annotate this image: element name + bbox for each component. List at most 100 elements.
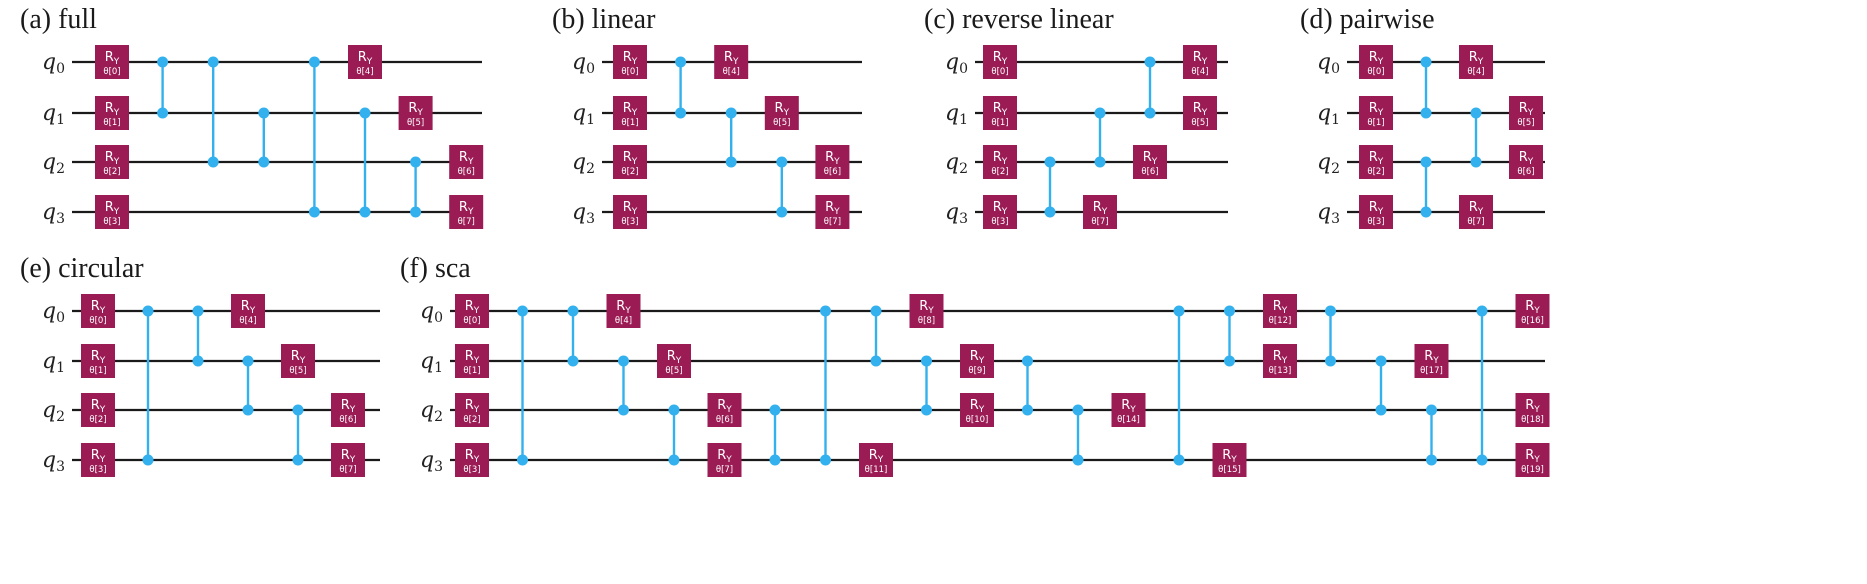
- cz-control-dot: [142, 305, 154, 317]
- gate-parameter: θ[1]: [1367, 118, 1384, 128]
- ry-gate: RYθ[15]: [1212, 443, 1247, 477]
- cz-control-dot: [192, 305, 204, 317]
- qubit-index: 1: [959, 112, 968, 128]
- qubit-label: q2: [42, 398, 65, 425]
- gate-label-subscript: Y: [1201, 108, 1208, 118]
- ry-gate: RYθ[14]: [1111, 393, 1146, 427]
- gate-box: [960, 344, 994, 378]
- cz-control-dot: [1224, 355, 1235, 367]
- gate-label-subscript: Y: [366, 57, 373, 67]
- qubit-index: 1: [1331, 112, 1340, 128]
- gate-parameter: θ[0]: [463, 316, 480, 326]
- gate-parameter: θ[7]: [339, 465, 356, 475]
- gate-label-subscript: Y: [1527, 108, 1534, 118]
- gate-parameter: θ[11]: [865, 465, 888, 475]
- cz-control-dot: [1426, 404, 1437, 416]
- ry-gate: RYθ[1]: [613, 96, 647, 130]
- qubit-label: q1: [1317, 101, 1340, 128]
- gate-parameter: θ[10]: [966, 415, 989, 425]
- gate-box: [983, 195, 1017, 229]
- gate-parameter: θ[2]: [89, 415, 106, 425]
- gate-box: [1133, 145, 1167, 179]
- gate-label-subscript: Y: [725, 455, 732, 465]
- gate-box: [815, 195, 850, 229]
- gate-box: [398, 96, 433, 130]
- gate-parameter: θ[6]: [824, 167, 841, 177]
- qubit-index: 2: [56, 409, 65, 425]
- gate-box: [1359, 45, 1393, 79]
- cz-control-dot: [258, 107, 270, 119]
- panel-title: (c) reverse linear: [924, 4, 1114, 35]
- cz-control-dot: [308, 56, 320, 68]
- cz-control-dot: [1173, 454, 1185, 466]
- cz-control-dot: [1072, 454, 1084, 466]
- gate-label-subscript: Y: [978, 405, 985, 415]
- cz-control-dot: [1224, 305, 1235, 317]
- ry-gate: RYθ[6]: [1133, 145, 1167, 179]
- qubit-index: 1: [56, 360, 65, 376]
- gate-box: [1359, 96, 1393, 130]
- qubit-index: 0: [434, 310, 443, 326]
- gate-label-subscript: Y: [732, 57, 739, 67]
- ry-gate: RYθ[5]: [1509, 96, 1543, 130]
- qubit-index: 2: [586, 161, 595, 177]
- gate-parameter: θ[13]: [1269, 366, 1292, 376]
- cz-control-dot: [207, 156, 219, 168]
- gate-box: [657, 344, 691, 378]
- gate-label-subscript: Y: [631, 108, 638, 118]
- ry-gate: RYθ[3]: [81, 443, 115, 477]
- gate-parameter: θ[7]: [716, 465, 733, 475]
- qubit-index: 3: [434, 459, 443, 475]
- gate-parameter: θ[5]: [773, 118, 790, 128]
- gate-parameter: θ[7]: [824, 217, 841, 227]
- gate-parameter: θ[2]: [103, 167, 120, 177]
- gate-box: [449, 145, 484, 179]
- ry-gate: RYθ[4]: [606, 294, 641, 328]
- qubit-label: q1: [572, 101, 595, 128]
- gate-box: [1509, 145, 1543, 179]
- gate-box: [859, 443, 893, 477]
- gate-label-subscript: Y: [1377, 157, 1384, 167]
- cz-control-dot: [1044, 206, 1056, 218]
- ry-gate: RYθ[17]: [1414, 344, 1449, 378]
- cz-control-dot: [1144, 107, 1156, 119]
- gate-parameter: θ[2]: [991, 167, 1008, 177]
- gate-parameter: θ[12]: [1269, 316, 1292, 326]
- ry-gate: RYθ[4]: [348, 45, 382, 79]
- gate-box: [95, 195, 129, 229]
- gate-box: [95, 145, 129, 179]
- cz-control-dot: [207, 56, 219, 68]
- gate-label-subscript: Y: [783, 108, 790, 118]
- cz-control-dot: [242, 404, 254, 416]
- gate-box: [707, 393, 742, 427]
- cz-control-dot: [1375, 404, 1387, 416]
- qubit-index: 2: [434, 409, 443, 425]
- panel-c: (c) reverse linearq0q1q2q3RYθ[0]RYθ[1]RY…: [924, 4, 1228, 229]
- gate-label-subscript: Y: [113, 57, 120, 67]
- qubit-label: q2: [572, 150, 595, 177]
- gate-parameter: θ[5]: [407, 118, 424, 128]
- qubit-label: q1: [42, 349, 65, 376]
- gate-parameter: θ[5]: [289, 366, 306, 376]
- gate-box: [1359, 195, 1393, 229]
- cz-control-dot: [192, 355, 204, 367]
- qubit-index: 3: [1331, 211, 1340, 227]
- ry-gate: RYθ[19]: [1515, 443, 1550, 477]
- ry-gate: RYθ[4]: [231, 294, 265, 328]
- qubit-label: q0: [42, 50, 65, 77]
- gate-box: [455, 344, 489, 378]
- gate-box: [764, 96, 799, 130]
- gate-label-subscript: Y: [467, 157, 474, 167]
- gate-label-subscript: Y: [1001, 108, 1008, 118]
- cz-control-dot: [725, 107, 737, 119]
- cz-control-dot: [1325, 305, 1336, 317]
- gate-box: [1414, 344, 1449, 378]
- qubit-label: q3: [572, 200, 595, 227]
- qubit-label: q1: [420, 349, 443, 376]
- ry-gate: RYθ[8]: [909, 294, 944, 328]
- cz-control-dot: [1022, 355, 1033, 367]
- cz-control-dot: [1094, 156, 1106, 168]
- gate-box: [81, 393, 115, 427]
